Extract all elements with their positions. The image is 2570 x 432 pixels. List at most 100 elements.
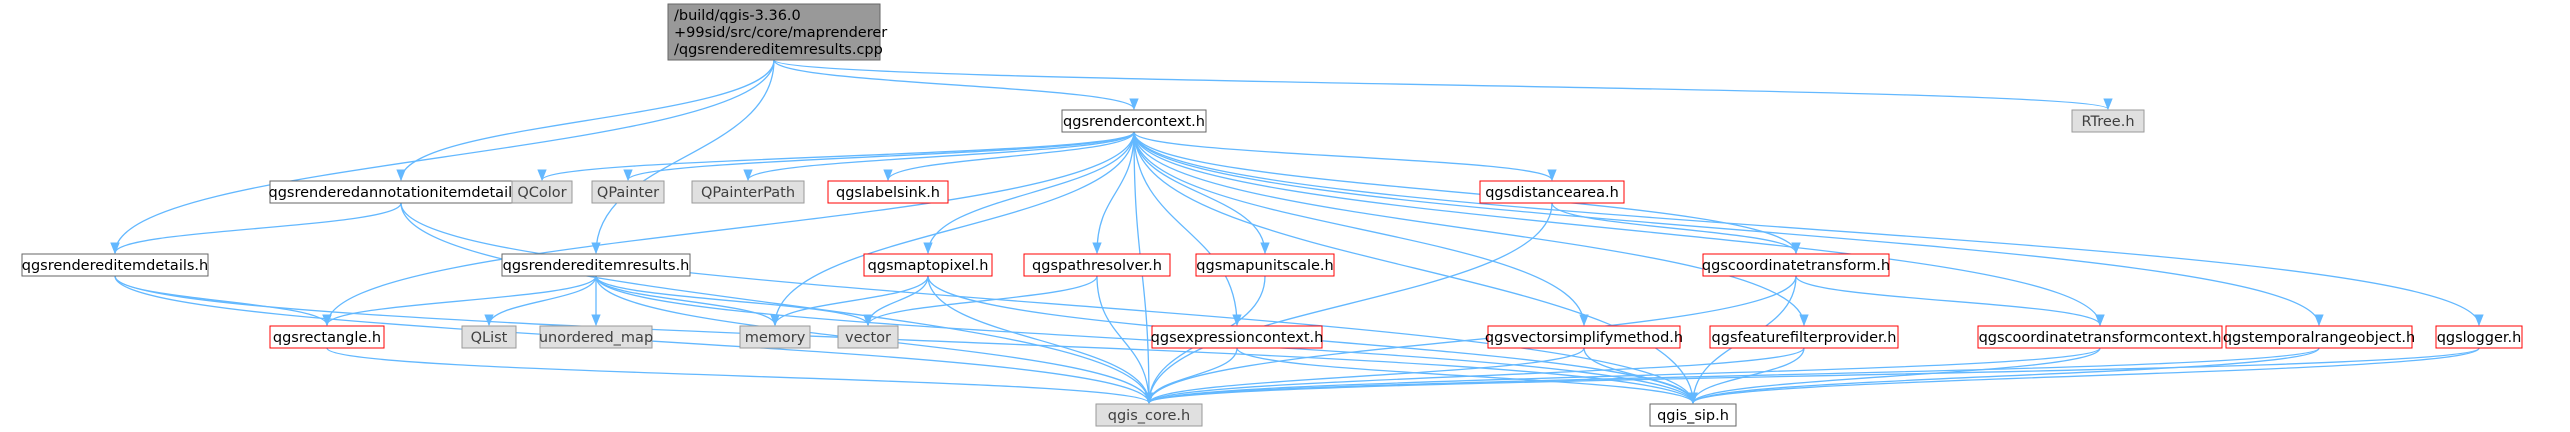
node-distancearea[interactable]: qgsdistancearea.h bbox=[1479, 180, 1625, 204]
edge-maptopixel-to-memory bbox=[770, 275, 929, 327]
node-box bbox=[2071, 109, 2145, 133]
node-box bbox=[837, 325, 899, 349]
edge-rectangle-to-qgis_core bbox=[326, 347, 1154, 405]
edge-coordtransform-to-qgis_core bbox=[1144, 275, 1797, 405]
nodes-layer: /build/qgis-3.36.0+99sid/src/core/mapren… bbox=[21, 3, 2523, 427]
edge-maptopixel-to-qgis_core bbox=[927, 275, 1154, 405]
node-rendercontext[interactable]: qgsrendercontext.h bbox=[1061, 109, 1207, 133]
edge-rendercontext-to-mapunitscale bbox=[1133, 131, 1270, 255]
edge-rendercontext-to-pathresolver bbox=[1092, 131, 1135, 255]
edge-root-to-rendercontext bbox=[773, 59, 1139, 111]
node-box bbox=[2225, 325, 2413, 349]
edge-rendercontext-to-memory bbox=[770, 131, 1135, 327]
node-label: qgsmaptopixel.h bbox=[868, 258, 989, 274]
node-coordtransformcontext[interactable]: qgscoordinatetransformcontext.h bbox=[1977, 325, 2223, 349]
node-label: qgsdistancearea.h bbox=[1485, 185, 1619, 201]
node-label: /build/qgis-3.36.0 bbox=[674, 8, 801, 24]
node-labelsink[interactable]: qgslabelsink.h bbox=[827, 180, 949, 204]
edge-pathresolver-to-vector bbox=[863, 275, 1098, 327]
edge-rendercontext-to-featurefilter bbox=[1133, 131, 1809, 327]
edge-itemresults-to-vector bbox=[595, 275, 873, 327]
node-maptopixel[interactable]: qgsmaptopixel.h bbox=[863, 253, 993, 277]
node-label: qgslogger.h bbox=[2437, 330, 2522, 346]
node-box bbox=[1195, 253, 1335, 277]
node-label: QPainter bbox=[597, 185, 659, 201]
node-label: QPainterPath bbox=[701, 185, 795, 201]
edges-layer bbox=[110, 59, 2484, 405]
node-label: qgscoordinatetransform.h bbox=[1702, 258, 1890, 274]
node-logger[interactable]: qgslogger.h bbox=[2435, 325, 2523, 349]
edge-temporalrange-to-qgis_sip bbox=[1688, 347, 2320, 405]
edge-rendercontext-to-qpainter bbox=[623, 131, 1135, 182]
node-label: /qgsrendereditemresults.cpp bbox=[674, 42, 883, 58]
node-root[interactable]: /build/qgis-3.36.0+99sid/src/core/mapren… bbox=[667, 3, 887, 61]
node-box bbox=[269, 325, 385, 349]
node-box bbox=[511, 180, 573, 204]
edge-logger-to-qgis_core bbox=[1144, 347, 2480, 405]
edge-rendercontext-to-qpainterpath bbox=[743, 131, 1135, 182]
node-qgis-sip[interactable]: qgis_sip.h bbox=[1649, 403, 1737, 427]
edge-annot-to-itemdetails bbox=[110, 202, 402, 255]
node-qgis-core[interactable]: qgis_core.h bbox=[1095, 403, 1203, 427]
node-label: RTree.h bbox=[2081, 114, 2134, 130]
node-unordered-map[interactable]: unordered_map bbox=[539, 325, 653, 349]
node-box bbox=[827, 180, 949, 204]
node-label: qgsrenderedannotationitemdetails.h bbox=[269, 185, 534, 201]
node-vectorsimplify[interactable]: qgsvectorsimplifymethod.h bbox=[1485, 325, 1683, 349]
node-annot[interactable]: qgsrenderedannotationitemdetails.h bbox=[269, 180, 534, 204]
node-label: qgsrendercontext.h bbox=[1063, 114, 1205, 130]
node-label: qgis_sip.h bbox=[1657, 408, 1729, 424]
edge-distancearea-to-coordtransform bbox=[1551, 202, 1801, 255]
node-temporalrange[interactable]: qgstemporalrangeobject.h bbox=[2223, 325, 2415, 349]
node-box bbox=[863, 253, 993, 277]
node-label: qgsfeaturefilterprovider.h bbox=[1712, 330, 1897, 346]
node-label: unordered_map bbox=[539, 330, 653, 346]
node-qpainterpath[interactable]: QPainterPath bbox=[691, 180, 805, 204]
edge-root-to-annot bbox=[396, 59, 775, 182]
node-label: qgscoordinatetransformcontext.h bbox=[1979, 330, 2222, 346]
node-exprcontext[interactable]: qgsexpressioncontext.h bbox=[1151, 325, 1324, 349]
node-qlist[interactable]: QList bbox=[461, 325, 517, 349]
node-box bbox=[591, 180, 665, 204]
node-box bbox=[739, 325, 811, 349]
edge-itemresults-to-qlist bbox=[484, 275, 597, 327]
node-label: qgsvectorsimplifymethod.h bbox=[1485, 330, 1683, 346]
edge-rendercontext-to-logger bbox=[1133, 131, 2484, 327]
edge-itemresults-to-rectangle bbox=[322, 275, 597, 327]
node-box bbox=[1023, 253, 1171, 277]
edge-rendercontext-to-temporalrange bbox=[1133, 131, 2324, 327]
node-label: qgsexpressioncontext.h bbox=[1151, 330, 1324, 346]
edge-distancearea-to-qgis_core bbox=[1144, 202, 1553, 405]
edge-itemdetails-to-rectangle bbox=[114, 275, 332, 327]
node-label: qgsrendereditemresults.h bbox=[503, 258, 690, 274]
node-label: qgsrectangle.h bbox=[273, 330, 381, 346]
node-rtree[interactable]: RTree.h bbox=[2071, 109, 2145, 133]
node-qcolor[interactable]: QColor bbox=[511, 180, 573, 204]
edge-coordtransformcontext-to-qgis_core bbox=[1144, 347, 2101, 405]
node-label: QColor bbox=[517, 185, 566, 201]
node-mapunitscale[interactable]: qgsmapunitscale.h bbox=[1195, 253, 1335, 277]
node-label: qgsrendereditemdetails.h bbox=[22, 258, 208, 274]
node-vector[interactable]: vector bbox=[837, 325, 899, 349]
node-itemdetails[interactable]: qgsrendereditemdetails.h bbox=[21, 253, 209, 277]
node-rectangle[interactable]: qgsrectangle.h bbox=[269, 325, 385, 349]
node-qpainter[interactable]: QPainter bbox=[591, 180, 665, 204]
edge-annot-to-qgis_core bbox=[400, 202, 1154, 405]
edge-rendercontext-to-vectorsimplify bbox=[1133, 131, 1589, 327]
edge-pathresolver-to-qgis_core bbox=[1096, 275, 1154, 405]
node-itemresults[interactable]: qgsrendereditemresults.h bbox=[501, 253, 691, 277]
edge-rendercontext-to-qgis_sip bbox=[1133, 131, 1698, 405]
node-box bbox=[501, 253, 691, 277]
node-memory[interactable]: memory bbox=[739, 325, 811, 349]
node-label: QList bbox=[471, 330, 508, 346]
edge-rendercontext-to-maptopixel bbox=[923, 131, 1135, 255]
node-box bbox=[1977, 325, 2223, 349]
node-box bbox=[1487, 325, 1681, 349]
node-featurefilter[interactable]: qgsfeaturefilterprovider.h bbox=[1709, 325, 1899, 349]
node-box bbox=[1702, 253, 1890, 277]
edge-rendercontext-to-labelsink bbox=[883, 131, 1135, 182]
node-box bbox=[1709, 325, 1899, 349]
node-coordtransform[interactable]: qgscoordinatetransform.h bbox=[1702, 253, 1890, 277]
edge-root-to-itemresults bbox=[591, 59, 775, 255]
node-pathresolver[interactable]: qgspathresolver.h bbox=[1023, 253, 1171, 277]
